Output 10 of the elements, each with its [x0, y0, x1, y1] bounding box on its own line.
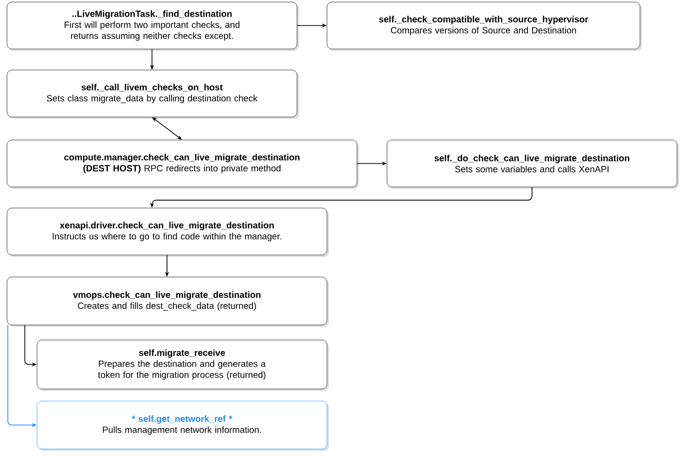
- process-box: vmops.check_can_live_migrate_destination Creates and fills dest_check_data (returned): [6, 276, 329, 327]
- process-box: self._call_livem_checks_on_host Sets class migrate_data by calling destination check: [6, 70, 299, 119]
- process-box: self.migrate_receive Prepares the destination and generates a token for the migration process (returned): [36, 340, 329, 391]
- process-box: self._do_check_can_live_migrate_destination Sets some variables and calls XenAPI: [386, 140, 679, 189]
- process-box: compute.manager.check_can_live_migrate_destination (DEST HOST) RPC redirects into private method: [6, 140, 359, 189]
- process-box: xenapi.driver.check_can_live_migrate_destination Instructs us where to go to find code within the manager.: [6, 208, 329, 257]
- process-box: * self.get_network_ref * Pulls management network information.: [36, 400, 329, 451]
- process-box: self._check_compatible_with_source_hypervisor Compares versions of Source and Destination: [326, 2, 642, 51]
- arrow: [152, 117, 182, 140]
- process-box: ..LiveMigrationTask._find_destination First will perform two important checks, and returns assuming neither checks except.: [6, 2, 299, 51]
